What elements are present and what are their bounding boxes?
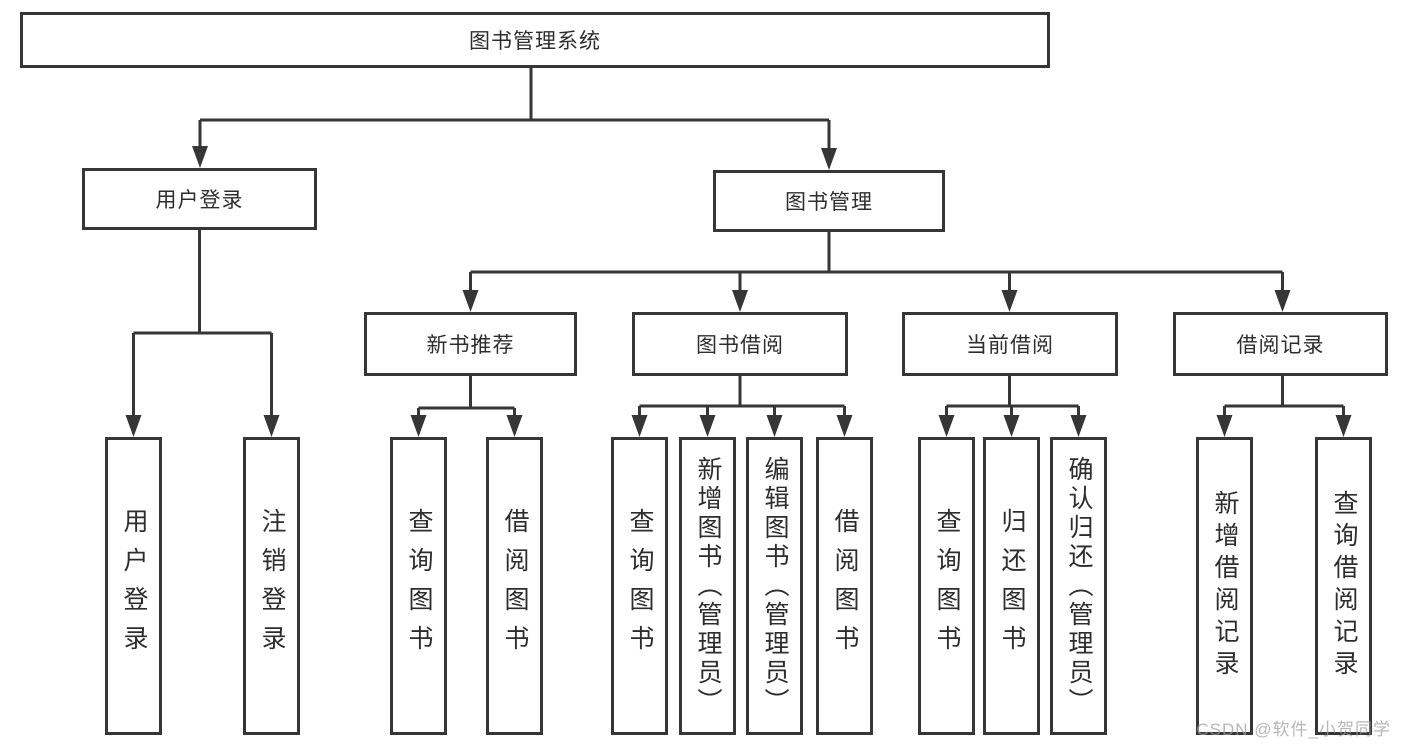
leaf-confirm-return-admin: 确认归还（管理员） [1050,437,1107,735]
node-label: 编辑图书（管理员） [761,455,789,717]
node-label: 图书管理 [785,191,873,214]
leaf-add-books-admin: 新增图书（管理员） [679,437,736,735]
node-label: 新增借阅记录 [1211,490,1239,682]
node-borrowing-records: 借阅记录 [1173,312,1388,376]
leaf-user-login: 用户登录 [105,437,162,735]
leaf-query-books-2: 查询图书 [611,437,668,735]
node-label: 用户登录 [155,189,244,212]
leaf-query-books-3: 查询图书 [918,437,975,735]
node-label: 确认归还（管理员） [1065,455,1093,717]
leaf-borrow-books-1: 借阅图书 [486,437,543,735]
node-label: 新书推荐 [426,334,515,357]
node-new-book-recommendation: 新书推荐 [364,312,577,376]
node-label: 借阅记录 [1236,334,1325,357]
node-label: 当前借阅 [966,334,1054,357]
leaf-borrow-books-2: 借阅图书 [816,437,873,735]
node-label: 查询图书 [933,508,961,664]
leaf-return-books: 归还图书 [983,437,1040,735]
node-label: 查询借阅记录 [1330,490,1358,682]
node-label: 注销登录 [258,508,286,664]
leaf-query-books-1: 查询图书 [390,437,447,735]
node-label: 借阅图书 [501,508,529,664]
node-label: 用户登录 [120,508,148,664]
node-label: 归还图书 [998,508,1026,664]
node-label: 查询图书 [405,508,433,664]
leaf-edit-books-admin: 编辑图书（管理员） [746,437,803,735]
csdn-watermark: CSDN @软件_小贺同学 [1196,720,1391,739]
node-book-management: 图书管理 [713,170,945,232]
node-label: 借阅图书 [831,508,859,664]
node-label: 图书管理系统 [469,30,601,53]
node-label: 查询图书 [626,508,654,664]
node-library-management-system: 图书管理系统 [20,12,1050,68]
leaf-add-borrow-record: 新增借阅记录 [1196,437,1253,735]
node-book-borrowing: 图书借阅 [632,312,848,376]
node-label: 新增图书（管理员） [694,455,722,717]
node-label: 图书借阅 [696,334,784,357]
node-user-login: 用户登录 [82,168,317,230]
leaf-query-borrow-record: 查询借阅记录 [1315,437,1372,735]
node-current-borrowing: 当前借阅 [902,312,1118,376]
leaf-logout: 注销登录 [243,437,300,735]
